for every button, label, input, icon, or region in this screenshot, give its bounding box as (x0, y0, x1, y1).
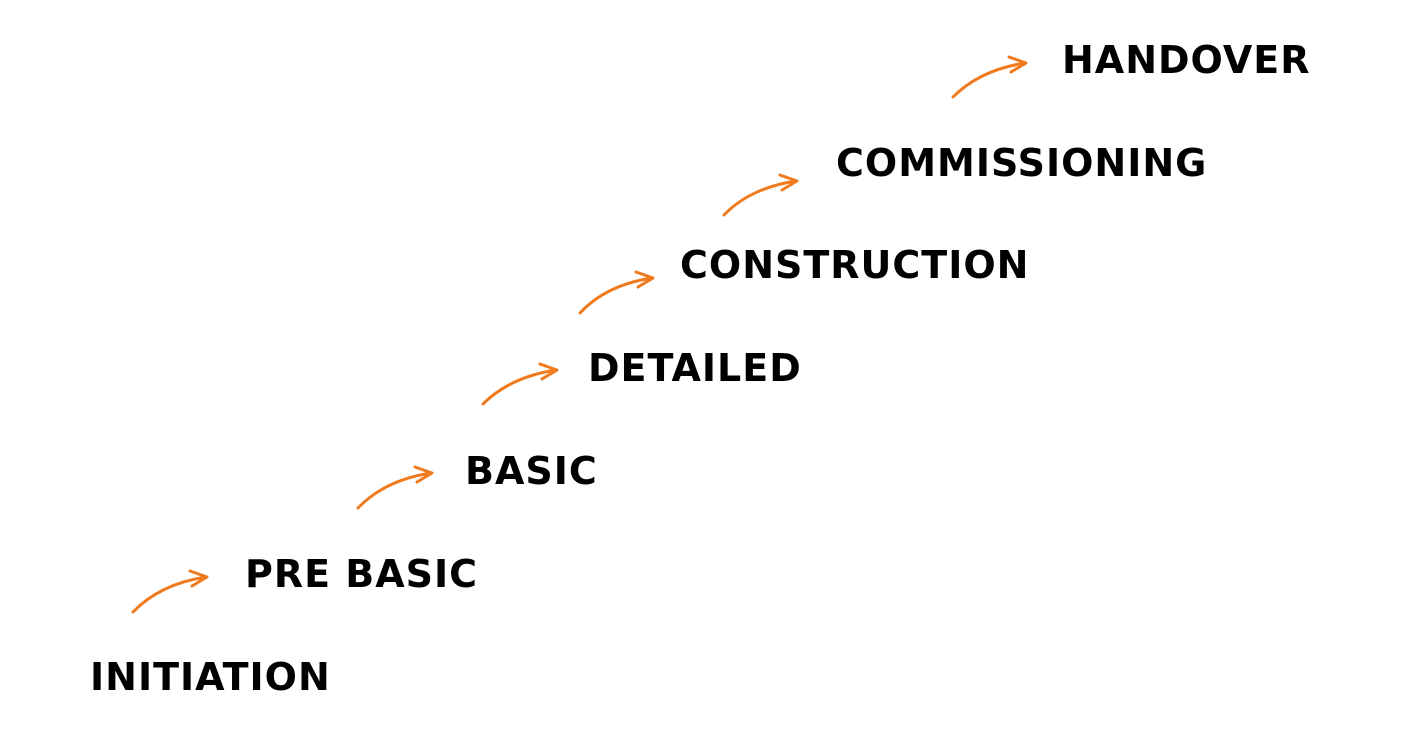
step-commissioning: COMMISSIONING (836, 141, 1208, 185)
curved-arrow-icon (722, 173, 799, 217)
curved-arrow-icon (356, 465, 434, 510)
step-construction: CONSTRUCTION (680, 243, 1030, 287)
step-handover: HANDOVER (1062, 38, 1311, 82)
step-basic: BASIC (465, 449, 598, 493)
step-detailed: DETAILED (588, 346, 802, 390)
curved-arrow-icon (481, 362, 559, 406)
curved-arrow-icon (951, 55, 1028, 99)
curved-arrow-icon (578, 270, 655, 315)
step-pre-basic: PRE BASIC (245, 552, 479, 596)
curved-arrow-icon (131, 569, 209, 614)
step-initiation: INITIATION (90, 655, 331, 699)
